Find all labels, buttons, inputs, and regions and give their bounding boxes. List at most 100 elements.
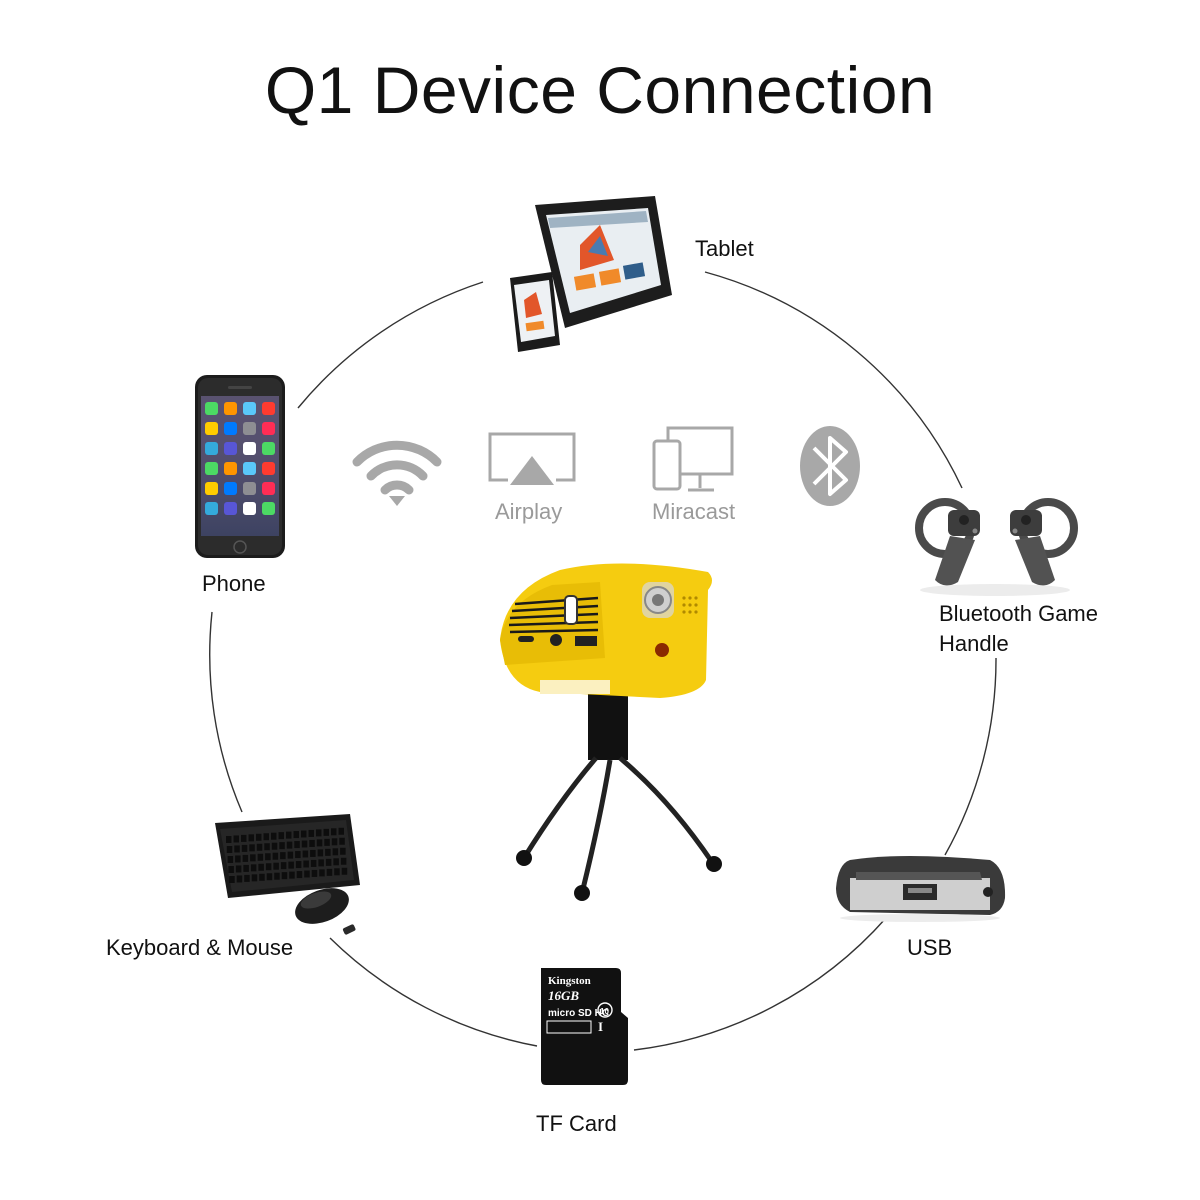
ring-arc-keyboard-card [329,937,538,1047]
keyboard-key [340,847,346,855]
app-icon [205,462,218,475]
keyboard-key [287,851,294,859]
keyboard-key [338,827,344,835]
connection-ring [209,271,997,1051]
wifi-icon [352,440,442,506]
keyboard-key [265,853,271,861]
tf-card-image: Kingston 16GB micro SD HC 10 I [541,968,628,1085]
keyboard-key [227,856,234,863]
keyboard-key [259,873,265,881]
keyboard-key [274,872,280,880]
app-icon [262,402,275,415]
phone-image [195,375,285,558]
game-handle-label-line1: Bluetooth Game [939,601,1098,626]
keyboard-key [340,857,347,865]
keyboard-key [288,861,294,869]
keyboard-key [294,841,300,849]
keyboard-key [233,835,239,843]
keyboard-key [334,868,340,876]
keyboard-key [310,859,317,867]
app-icon [262,422,275,435]
keyboard-key [235,865,242,873]
keyboard-key [302,850,309,858]
tablet-image [510,196,672,352]
keyboard-key [250,864,257,872]
keyboard-key [250,854,256,862]
keyboard-key [303,860,309,868]
keyboard-key [241,834,247,842]
keyboard-key [326,868,333,876]
q1-projector-image [500,563,722,901]
keyboard-key [318,859,324,867]
keyboard-key [228,866,234,873]
keyboard-key [339,837,345,845]
keyboard-key [304,870,310,878]
app-icon [224,402,237,415]
app-icon [205,502,218,515]
keyboard-key [311,869,318,877]
tablet-label: Tablet [695,236,754,261]
app-icon [262,482,275,495]
keyboard-key [316,839,323,847]
keyboard-key [271,832,277,840]
keyboard-key [248,834,254,842]
keyboard-key [226,836,232,843]
game-handle-image [915,498,1078,596]
keyboard-key [278,832,284,840]
app-icon [205,422,218,435]
app-icon [243,442,256,455]
app-icon [243,502,256,515]
keyboard-key [242,854,249,862]
card-class-label: 10 [600,1007,609,1016]
usb-label: USB [907,935,953,960]
ring-arc-tablet-phone [297,281,484,409]
keyboard-key [308,829,314,837]
keyboard-key [257,853,264,861]
keyboard-mouse-image [215,814,360,935]
keyboard-key [316,829,322,837]
airplay-icon [488,432,576,485]
app-icon [243,482,256,495]
card-capacity-label: 16GB [548,988,579,1003]
app-icon [224,422,237,435]
keyboard-key [296,871,303,879]
app-icon [224,482,237,495]
keyboard-key [243,864,249,872]
app-icon [224,462,237,475]
keyboard-key [266,873,273,881]
keyboard-key [241,844,248,852]
keyboard-key [279,842,285,850]
keyboard-key [281,872,288,880]
keyboard-key [333,858,339,866]
keyboard-key [236,875,243,883]
page-title: Q1 Device Connection [264,53,936,127]
ring-arc-game-usb [944,657,997,856]
keyboard-key [280,862,287,870]
keyboard-key [325,848,331,856]
card-brand-label: Kingston [548,975,591,987]
keyboard-key [331,828,337,836]
keyboard-key [301,840,308,848]
app-icon [243,402,256,415]
airplay-label: Airplay [495,499,563,524]
keyboard-key [332,848,339,856]
keyboard-key [234,845,240,853]
keyboard-key [271,842,278,850]
app-icon [243,422,256,435]
keyboard-key [317,849,324,857]
app-icon [262,442,275,455]
keyboard-key [273,862,279,870]
keyboard-key [251,874,258,882]
keyboard-key [286,831,292,839]
keyboard-key [341,867,348,875]
game-handle-label-line2: Handle [939,631,1009,656]
keyboard-key [286,841,293,849]
ring-arc-usb-card [633,917,887,1051]
phone-label: Phone [202,571,266,596]
keyboard-key [289,871,295,879]
app-icon [205,482,218,495]
keyboard-key [325,858,332,866]
keyboard-key [272,852,279,860]
